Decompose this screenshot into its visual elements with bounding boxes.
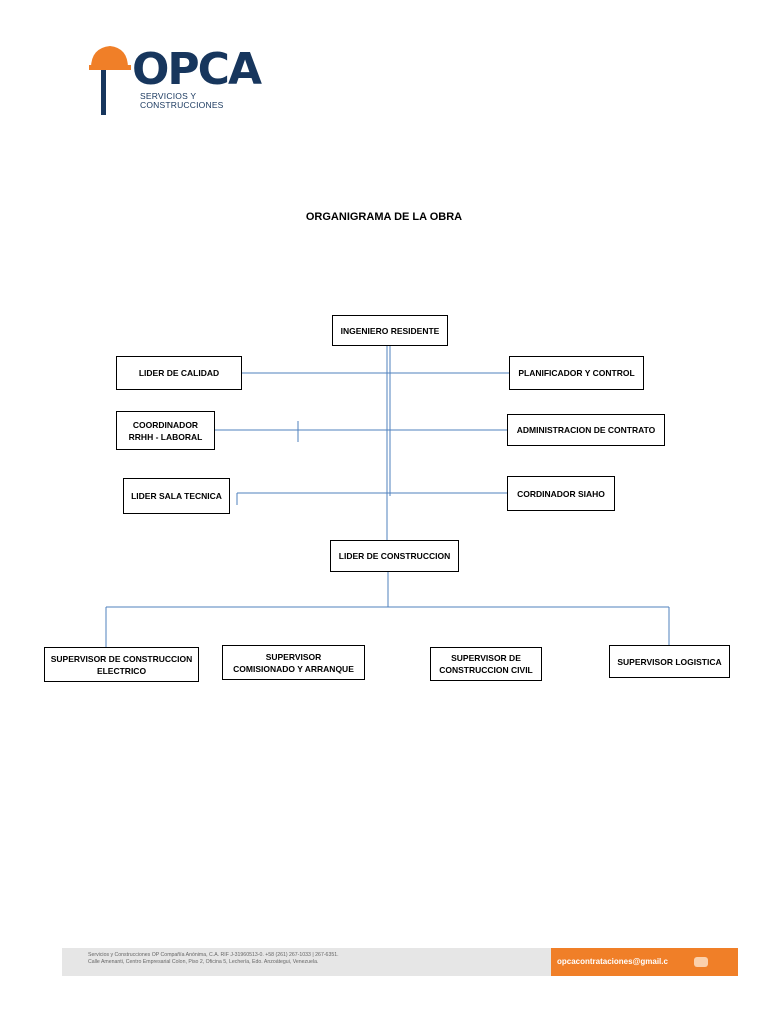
logo-subtitle: SERVICIOS Y CONSTRUCCIONES: [140, 91, 224, 110]
footer-line-2: Calle Amenanti, Centro Empresarial Colon…: [88, 959, 319, 965]
box-coordinador-siaho: CORDINADOR SIAHO: [507, 476, 615, 511]
company-logo: OPCA SERVICIOS Y CONSTRUCCIONES: [88, 40, 262, 120]
box-coordinador-rrhh: COORDINADOR RRHH - LABORAL: [116, 411, 215, 450]
logo-brand: OPCA: [132, 44, 262, 95]
footer-address-bar: Servicios y Construcciones OP Compañía A…: [62, 948, 551, 976]
box-lider-construccion: LIDER DE CONSTRUCCION: [330, 540, 459, 572]
box-lider-sala-tecnica: LIDER SALA TECNICA: [123, 478, 230, 514]
box-supervisor-comisionado: SUPERVISOR COMISIONADO Y ARRANQUE: [222, 645, 365, 680]
mail-icon: [694, 957, 708, 967]
box-supervisor-logistica: SUPERVISOR LOGISTICA: [609, 645, 730, 678]
box-ingeniero-residente: INGENIERO RESIDENTE: [332, 315, 448, 346]
box-supervisor-electrico: SUPERVISOR DE CONSTRUCCION ELECTRICO: [44, 647, 199, 682]
helmet-icon: [89, 46, 131, 115]
box-lider-calidad: LIDER DE CALIDAD: [116, 356, 242, 390]
box-supervisor-civil: SUPERVISOR DE CONSTRUCCION CIVIL: [430, 647, 542, 681]
footer-email[interactable]: opcacontrataciones@gmail.c: [557, 957, 668, 966]
footer-line-1: Servicios y Construcciones OP Compañía A…: [88, 952, 339, 958]
footer-email-bar: opcacontrataciones@gmail.c: [551, 948, 738, 976]
page-title: ORGANIGRAMA DE LA OBRA: [305, 211, 463, 223]
box-planificador-control: PLANIFICADOR Y CONTROL: [509, 356, 644, 390]
box-administracion-contrato: ADMINISTRACION DE CONTRATO: [507, 414, 665, 446]
